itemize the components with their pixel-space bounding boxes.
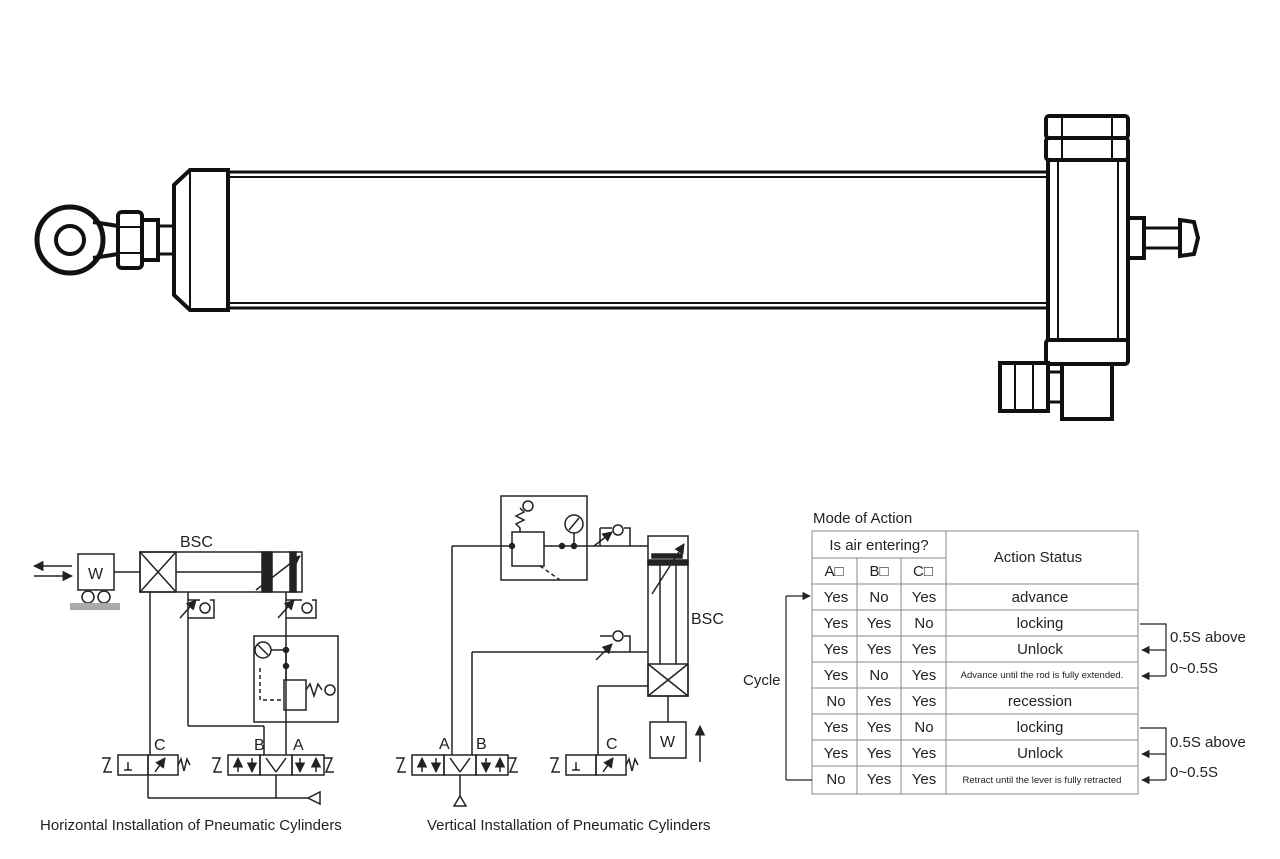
svg-text:recession: recession (1008, 693, 1072, 710)
front-end-cap (172, 168, 230, 312)
svg-text:Yes: Yes (867, 615, 891, 632)
table-title: Mode of Action (813, 510, 912, 527)
svg-text:Yes: Yes (867, 771, 891, 788)
horizontal-port-a: A (293, 737, 304, 754)
svg-text:locking: locking (1017, 615, 1064, 632)
valve-ab (411, 754, 445, 776)
col-b-header: B□ (869, 563, 888, 580)
svg-text:Yes: Yes (867, 641, 891, 658)
rod-eye (34, 204, 120, 276)
horizontal-port-c: C (154, 737, 166, 754)
table-row: Yes No Yes Advance until the rod is full… (824, 667, 1124, 684)
horizontal-labels: BSC W C B A Horizontal Installation of P… (40, 534, 342, 834)
status-header: Action Status (994, 549, 1082, 566)
svg-text:No: No (914, 719, 933, 736)
svg-text:Advance until the rod is fully: Advance until the rod is fully extended. (961, 670, 1124, 681)
valve-c (565, 754, 597, 776)
col-a-header: A□ (824, 563, 843, 580)
vertical-load-label: W (660, 734, 676, 751)
table-row: Yes Yes Yes Unlock (824, 745, 1064, 762)
solenoid-icon (396, 757, 406, 773)
solenoid-icon (324, 757, 334, 773)
table-row: No Yes Yes Retract until the lever is fu… (826, 771, 1121, 788)
hex-nut (116, 210, 174, 270)
svg-text:locking: locking (1017, 719, 1064, 736)
svg-text:Yes: Yes (912, 667, 936, 684)
air-source-icon (306, 790, 321, 806)
svg-text:Unlock: Unlock (1017, 641, 1063, 658)
svg-text:Yes: Yes (912, 771, 936, 788)
cylinder-barrel (228, 170, 1048, 310)
solenoid-icon (212, 757, 222, 773)
svg-text:Retract until the lever is ful: Retract until the lever is fully retract… (963, 775, 1122, 786)
svg-text:No: No (826, 771, 845, 788)
vertical-port-b: B (476, 736, 487, 753)
mode-table-text: Mode of Action Is air entering? Action S… (743, 510, 1246, 788)
table-row: Yes Yes No locking (824, 615, 1064, 632)
wheel-icon (97, 590, 111, 604)
svg-text:Yes: Yes (867, 693, 891, 710)
svg-text:Yes: Yes (824, 641, 848, 658)
floor-hatch (70, 603, 120, 610)
vertical-port-c: C (606, 736, 618, 753)
load-box (649, 721, 687, 759)
timing-brackets (1140, 623, 1167, 785)
rear-head-block (998, 114, 1201, 421)
svg-text:Yes: Yes (867, 745, 891, 762)
air-source-icon (452, 794, 468, 807)
horizontal-port-b: B (254, 737, 265, 754)
svg-text:Unlock: Unlock (1017, 745, 1063, 762)
svg-text:No: No (826, 693, 845, 710)
cylinder-drawing (34, 114, 1201, 421)
svg-text:No: No (869, 667, 888, 684)
svg-text:Yes: Yes (912, 693, 936, 710)
horizontal-bsc-label: BSC (180, 534, 213, 551)
horizontal-caption: Horizontal Installation of Pneumatic Cyl… (40, 817, 342, 834)
table-row: Yes Yes No locking (824, 719, 1064, 736)
table-row: No Yes Yes recession (826, 693, 1072, 710)
vertical-circuit (396, 495, 706, 807)
col-c-header: C□ (913, 563, 933, 580)
svg-text:Yes: Yes (824, 745, 848, 762)
solenoid-icon (550, 757, 560, 773)
vertical-bsc-label: BSC (691, 611, 724, 628)
timing-label: 0.5S above (1170, 734, 1246, 751)
cycle-bracket (785, 591, 812, 781)
svg-text:Yes: Yes (867, 719, 891, 736)
svg-text:No: No (914, 615, 933, 632)
wheel-icon (81, 590, 95, 604)
air-header: Is air entering? (829, 537, 928, 554)
mode-table (811, 530, 1139, 795)
timing-label: 0~0.5S (1170, 764, 1218, 781)
svg-text:Yes: Yes (912, 641, 936, 658)
cycle-label: Cycle (743, 672, 781, 689)
svg-text:Yes: Yes (824, 667, 848, 684)
pressure-regulator-box (500, 495, 588, 581)
svg-text:Yes: Yes (912, 589, 936, 606)
table-row: Yes Yes Yes Unlock (824, 641, 1064, 658)
valve-c (117, 754, 149, 776)
table-row: Yes No Yes advance (824, 589, 1069, 606)
svg-text:Yes: Yes (912, 745, 936, 762)
vertical-port-a: A (439, 736, 450, 753)
vertical-labels: BSC W A B C Vertical Installation of Pne… (427, 611, 724, 834)
vertical-caption: Vertical Installation of Pneumatic Cylin… (427, 817, 710, 834)
solenoid-icon (102, 757, 112, 773)
timing-label: 0.5S above (1170, 629, 1246, 646)
horizontal-load-label: W (88, 566, 104, 583)
svg-text:Yes: Yes (824, 615, 848, 632)
solenoid-icon (508, 757, 518, 773)
horizontal-circuit (32, 551, 339, 806)
valve-ab (227, 754, 261, 776)
svg-text:No: No (869, 589, 888, 606)
svg-text:Yes: Yes (824, 719, 848, 736)
svg-text:Yes: Yes (824, 589, 848, 606)
pressure-regulator-box (253, 635, 339, 723)
timing-label: 0~0.5S (1170, 660, 1218, 677)
svg-text:advance: advance (1012, 589, 1069, 606)
